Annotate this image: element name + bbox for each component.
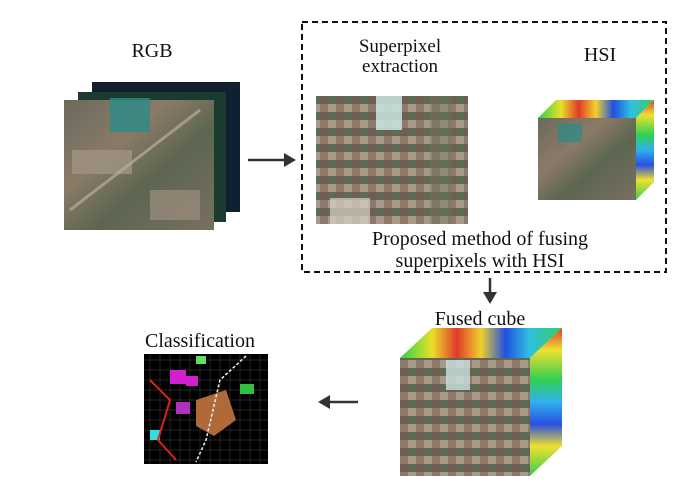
hsi-cube [538,100,654,200]
class-region-red [149,379,177,461]
rgb-image-stack [64,82,240,230]
fused-cube-top [400,328,562,358]
rgb-building-patch-2 [150,190,200,220]
classification-label: Classification [145,330,255,352]
arrow-fused-to-classification [318,395,358,409]
class-region-brown [196,390,236,436]
hsi-cube-top [538,100,654,118]
proposed-method-label-line1: Proposed method of fusing [371,228,589,250]
superpixel-extraction-label-line1: Superpixel [358,36,442,57]
rgb-road [69,108,201,212]
class-region-green [240,384,254,394]
arrow-rgb-to-method [248,153,296,167]
hsi-label: HSI [583,44,617,66]
hsi-cube-front [538,118,636,200]
class-road [195,355,247,463]
fused-cube-label: Fused cube [434,308,526,330]
fused-cube-side [530,328,562,476]
proposed-method-label-line2: superpixels with HSI [395,250,565,272]
fused-cube [400,328,562,476]
class-region-purple [176,402,190,414]
class-region-lightgreen [196,356,206,364]
class-region-cyan [150,430,160,440]
classification-map [144,354,268,464]
rgb-label: RGB [131,40,173,62]
superpixel-extraction-label-line2: extraction [362,56,438,77]
class-region-magenta-1 [170,370,186,384]
arrow-method-to-fused [483,278,497,304]
class-region-magenta-2 [186,376,198,386]
hsi-cube-side [636,100,654,200]
superpixel-image [316,96,468,224]
rgb-pool-patch [110,98,150,132]
proposed-method-box [301,21,667,273]
